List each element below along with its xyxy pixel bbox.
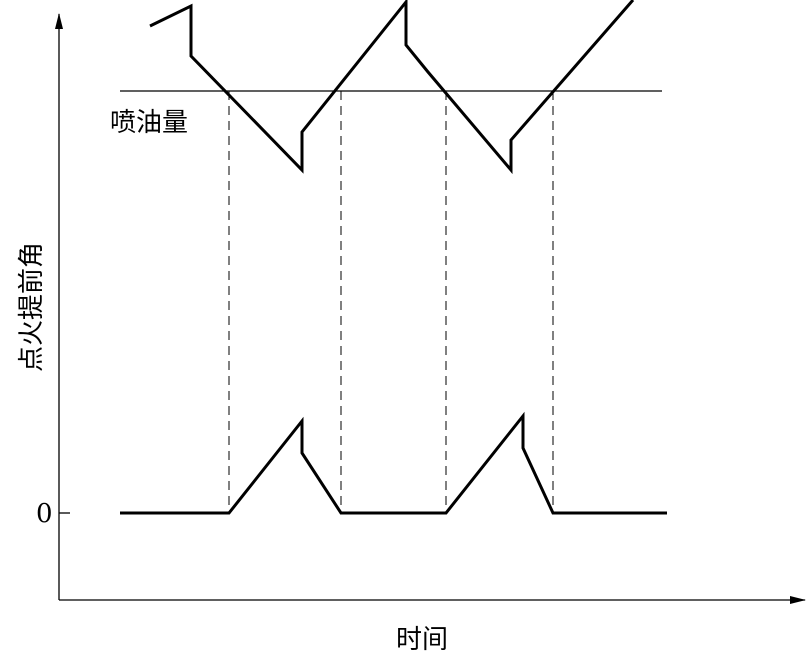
y-axis-label: 点火提前角 (17, 242, 47, 372)
x-axis-label: 时间 (396, 625, 448, 651)
origin-label: 0 (36, 499, 53, 529)
injection-quantity-curve (149, 0, 635, 175)
ignition-advance-curve (120, 411, 667, 515)
reference-label: 喷油量 (110, 108, 188, 138)
